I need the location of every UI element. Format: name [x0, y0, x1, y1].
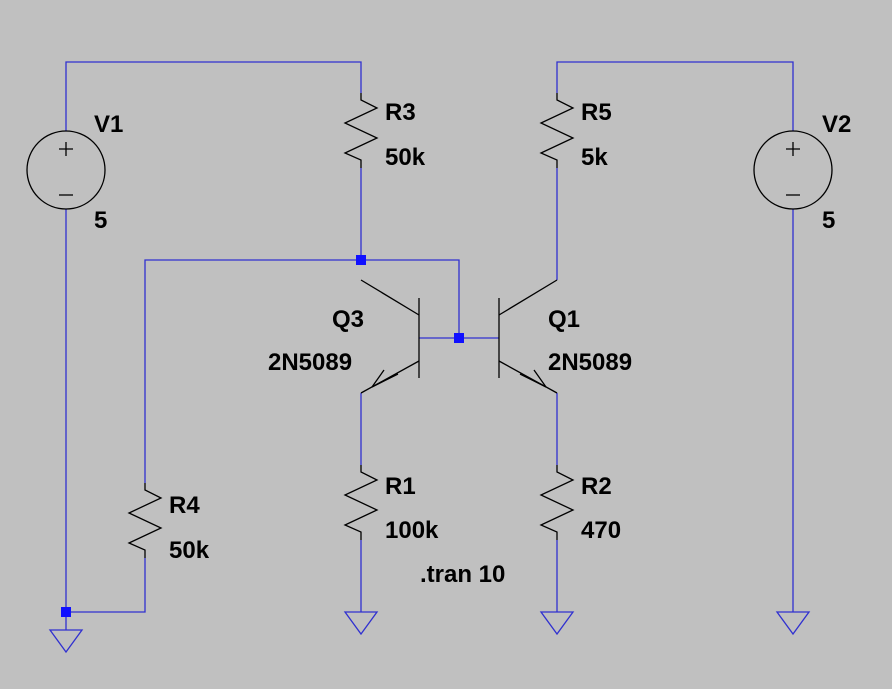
resistor-r2[interactable]	[539, 465, 575, 540]
transistor-emitter-arrow-icon	[519, 369, 547, 388]
resistor-zigzag-icon	[343, 465, 379, 540]
voltage-source-v2[interactable]	[753, 130, 833, 210]
r4-name-label: R4	[169, 492, 200, 519]
transistor-emitter-arrow-icon	[371, 369, 399, 388]
r4-value-label: 50k	[169, 537, 210, 564]
transistor-q1[interactable]	[498, 279, 558, 394]
resistor-zigzag-icon	[343, 93, 379, 168]
r3-name-label: R3	[385, 99, 416, 126]
spice-directive[interactable]: .tran 10	[420, 561, 505, 588]
resistor-r4[interactable]	[127, 483, 163, 558]
v1-name-label: V1	[94, 111, 123, 138]
junction-dot-collector	[356, 255, 366, 265]
resistor-zigzag-icon	[539, 93, 575, 168]
wire-r4-to-ground[interactable]	[66, 558, 146, 613]
r1-value-label: 100k	[385, 517, 439, 544]
resistor-zigzag-icon	[539, 465, 575, 540]
ground-icon[interactable]	[775, 611, 811, 636]
r3-value-label: 50k	[385, 144, 426, 171]
q1-model-label: 2N5089	[548, 349, 632, 376]
wire-node-to-r4[interactable]	[144, 259, 361, 483]
plus-icon	[786, 142, 800, 156]
wire-r5-to-v2[interactable]	[556, 61, 794, 131]
transistor-collector-icon	[498, 279, 558, 316]
junction-dot-ground	[61, 607, 71, 617]
plus-icon	[59, 142, 73, 156]
resistor-r1[interactable]	[343, 465, 379, 540]
voltage-source-circle-icon	[26, 130, 106, 210]
resistor-zigzag-icon	[127, 483, 163, 558]
resistor-r3[interactable]	[343, 93, 379, 168]
wires	[65, 61, 794, 630]
voltage-source-v1[interactable]	[26, 130, 106, 210]
wire-v1-to-r3[interactable]	[65, 61, 362, 131]
r5-name-label: R5	[581, 99, 612, 126]
junction-dot-base	[454, 333, 464, 343]
v2-name-label: V2	[822, 111, 851, 138]
v2-value-label: 5	[822, 207, 835, 234]
q3-model-label: 2N5089	[268, 349, 352, 376]
transistor-q3[interactable]	[360, 279, 420, 394]
r2-name-label: R2	[581, 473, 612, 500]
q1-name-label: Q1	[548, 306, 580, 333]
resistor-r5[interactable]	[539, 93, 575, 168]
wire-node-to-bases[interactable]	[361, 259, 460, 338]
v1-value-label: 5	[94, 207, 107, 234]
transistor-emitter-icon	[360, 360, 420, 394]
q3-name-label: Q3	[332, 306, 364, 333]
r5-value-label: 5k	[581, 144, 608, 171]
transistor-emitter-icon	[498, 360, 558, 394]
r2-value-label: 470	[581, 517, 621, 544]
r1-name-label: R1	[385, 473, 416, 500]
ground-icon[interactable]	[48, 629, 84, 654]
transistor-collector-icon	[360, 279, 420, 316]
voltage-source-circle-icon	[753, 130, 833, 210]
ground-icon[interactable]	[539, 611, 575, 636]
ground-icon[interactable]	[343, 611, 379, 636]
